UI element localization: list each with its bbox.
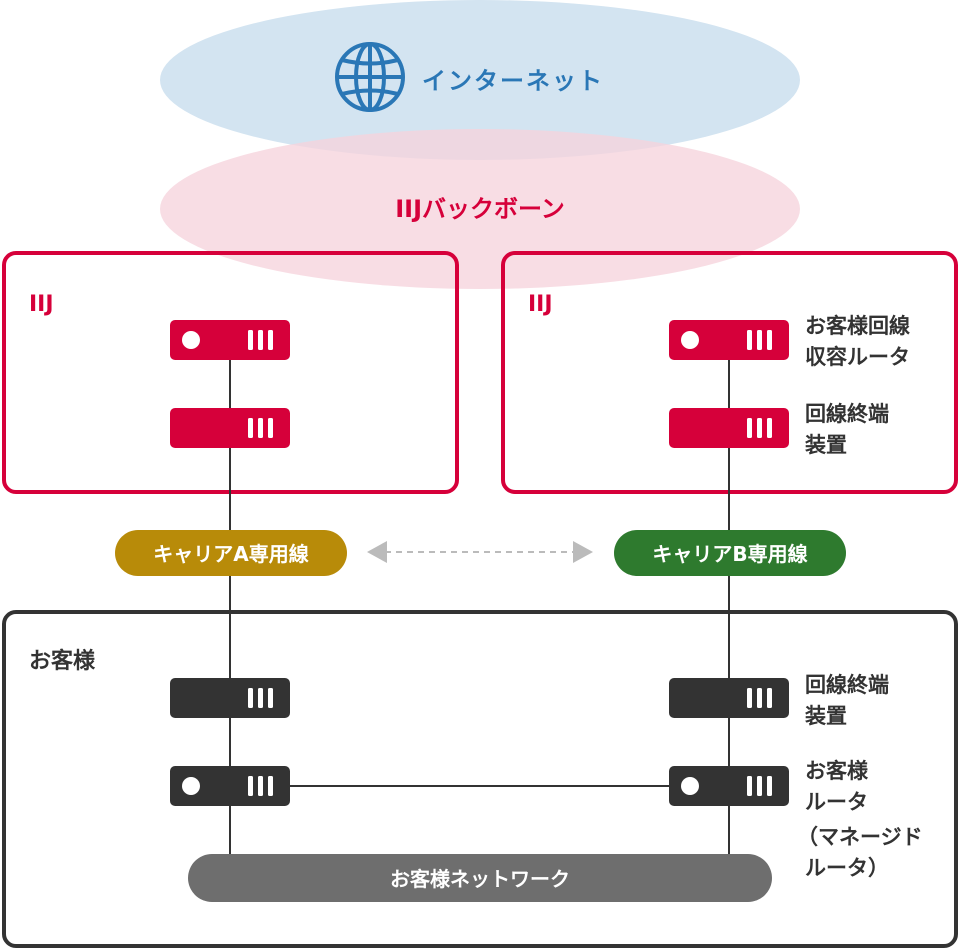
carrier-a-badge: キャリアA専用線	[115, 530, 347, 576]
carrier-a-label: キャリアA専用線	[153, 542, 308, 566]
iij-left-router	[170, 320, 290, 360]
iij-left-terminal	[170, 408, 290, 448]
globe-icon	[335, 42, 405, 112]
backbone-cloud	[160, 129, 800, 289]
iij-left-label: IIJ	[29, 292, 54, 317]
router-label-line2: 収容ルータ	[805, 345, 910, 369]
customer-terminal-label-line1: 回線終端	[805, 673, 889, 697]
terminal-label-line2: 装置	[805, 433, 847, 457]
iij-right-router	[669, 320, 789, 360]
customer-label: お客様	[29, 648, 96, 674]
router-label-line1: お客様回線	[805, 314, 910, 338]
customer-right-terminal	[669, 678, 789, 718]
redundancy-arrow	[367, 541, 593, 563]
customer-router-label-line2: ルータ	[805, 790, 868, 814]
backbone-label: IIJバックボーン	[395, 195, 565, 223]
iij-right-label: IIJ	[528, 292, 553, 317]
customer-router-label-line4: ルータ）	[805, 856, 889, 880]
terminal-label-line1: 回線終端	[805, 402, 889, 426]
customer-left-router	[170, 766, 290, 806]
iij-right-terminal	[669, 408, 789, 448]
customer-right-router	[669, 766, 789, 806]
carrier-b-label: キャリアB専用線	[652, 542, 807, 566]
customer-router-label-line3: （マネージド	[797, 825, 923, 849]
customer-network-label: お客様ネットワーク	[390, 867, 570, 891]
internet-cloud	[160, 0, 800, 160]
customer-router-label-line1: お客様	[805, 759, 869, 783]
carrier-b-badge: キャリアB専用線	[614, 530, 846, 576]
customer-box	[2, 610, 958, 948]
customer-terminal-label-line2: 装置	[805, 704, 847, 728]
customer-network-bar: お客様ネットワーク	[188, 854, 772, 902]
customer-left-terminal	[170, 678, 290, 718]
internet-label: インターネット	[422, 67, 604, 95]
